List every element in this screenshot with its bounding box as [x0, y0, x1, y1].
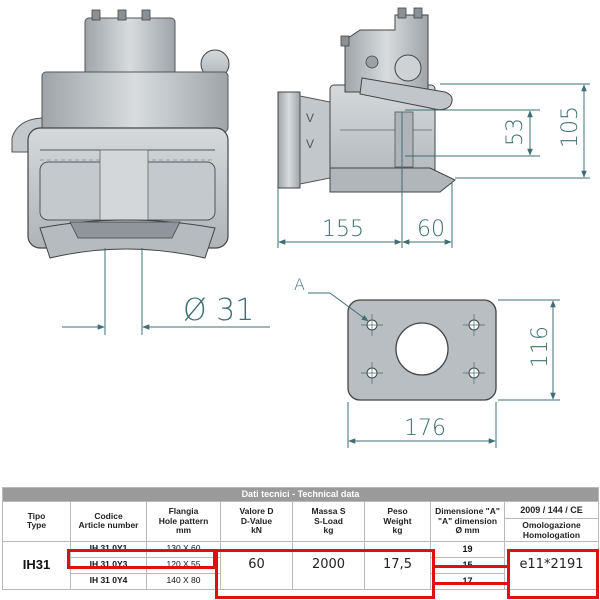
hole-pattern: 130 X 60	[146, 540, 221, 558]
front-view	[11, 9, 230, 335]
label-A: A	[294, 275, 305, 294]
dim-60-label: 60	[417, 217, 445, 242]
side-view: V V	[277, 7, 456, 193]
dim-diameter: Ø 31	[62, 293, 270, 330]
hole-pattern: 140 X 80	[146, 572, 221, 590]
flange-plate-view: A	[294, 275, 497, 401]
dim-diameter-label: Ø 31	[183, 293, 254, 328]
dim-105-label: 105	[558, 106, 583, 148]
tipo-value: IH31	[2, 540, 71, 590]
hole-pattern: 120 X 55	[146, 556, 221, 574]
dim-116-label: 116	[528, 326, 553, 368]
a-dimension: 15	[430, 556, 505, 574]
technical-drawings: Ø 31 V V 53 105	[11, 7, 590, 448]
a-dimension: 17	[430, 572, 505, 590]
a-dimension: 19	[430, 540, 505, 558]
dim-155-label: 155	[322, 217, 364, 242]
dim-flange: 116 176	[347, 299, 560, 448]
article-number: IH 31 0Y3	[70, 556, 147, 574]
dim-vertical-side: 53 105	[405, 83, 590, 179]
article-number: IH 31 0Y1	[70, 540, 147, 558]
dim-53-label: 53	[503, 118, 528, 146]
dim-horizontal-side: 155 60	[277, 112, 453, 248]
homologation: e11*2191	[504, 540, 599, 590]
svg-text:V: V	[306, 111, 314, 125]
article-number: IH 31 0Y4	[70, 572, 147, 590]
header-omologazione: 2009 / 144 / CE Omologazione Homologatio…	[504, 501, 599, 542]
svg-text:V: V	[306, 137, 314, 151]
table-title: Dati tecnici - Technical data	[2, 487, 599, 502]
s-load: 2000	[292, 540, 365, 590]
d-value: 60	[220, 540, 293, 590]
dim-176-label: 176	[404, 416, 446, 441]
weight: 17,5	[364, 540, 431, 590]
